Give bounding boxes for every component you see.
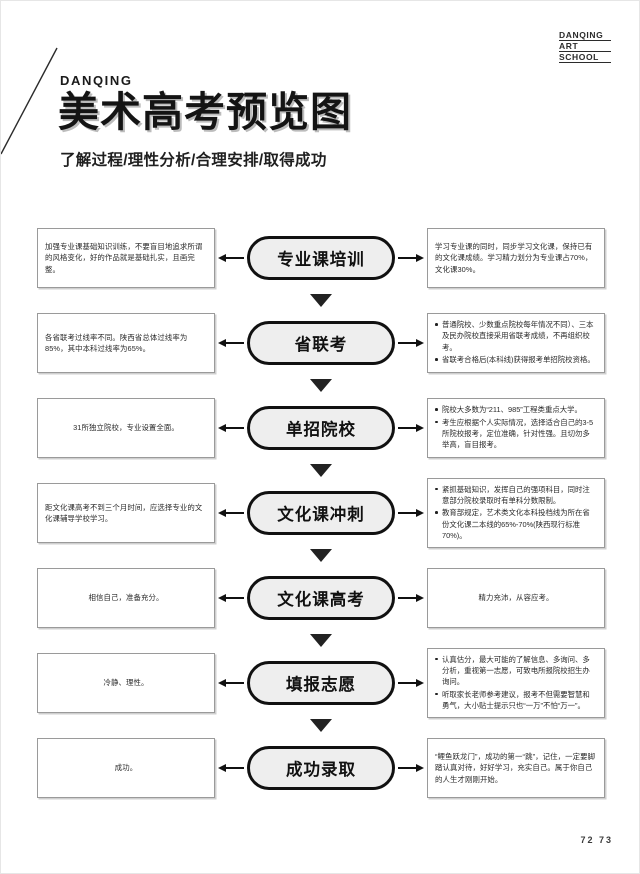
arrow-left-icon xyxy=(218,678,244,688)
arrow-right-icon xyxy=(398,423,424,433)
title-kicker: DANQING xyxy=(60,73,133,88)
down-caret-icon xyxy=(310,719,332,732)
flow-chart: 加强专业课基础知识训练，不要盲目地追求所谓的风格变化，好的作品就是基础扎实，且画… xyxy=(1,223,639,803)
flow-stage-pill[interactable]: 单招院校 xyxy=(247,406,395,450)
arrow-left-icon xyxy=(218,763,244,773)
flow-right-text: “鲤鱼跃龙门”，成功的第一“跳”，记住，一定要脚踏认真对待，好好学习，充实自己。… xyxy=(435,751,596,784)
list-item: 院校大多数为“211、985”工程类重点大学。 xyxy=(435,404,597,415)
arrow-right-gap xyxy=(395,338,427,348)
page-number: 72 73 xyxy=(580,835,613,845)
flow-stage-pill[interactable]: 成功录取 xyxy=(247,746,395,790)
down-caret-icon xyxy=(310,549,332,562)
flow-right-text: 学习专业课的同时，同步学习文化课，保持已有的文化课成绩。学习精力划分为专业课占7… xyxy=(435,241,593,274)
flow-left-box: 冷静、理性。 xyxy=(37,653,215,713)
list-item: 普通院校、少数重点院校每年情况不同）、三本及民办院校直接采用省联考成绩，不再组织… xyxy=(435,319,597,352)
down-caret-icon xyxy=(310,464,332,477)
arrow-right-icon xyxy=(398,253,424,263)
flow-left-box: 加强专业课基础知识训练，不要盲目地追求所谓的风格变化，好的作品就是基础扎实，且画… xyxy=(37,228,215,288)
flow-right-text: 精力充沛，从容应考。 xyxy=(478,593,554,603)
page-subtitle: 了解过程/理性分析/合理安排/取得成功 xyxy=(60,151,327,169)
flow-row: 距文化课高考不到三个月时间，应选择专业的文化课辅导学校学习。 文化课冲刺 紧抓基… xyxy=(1,477,639,562)
list-item: 教育部规定，艺术类文化本科投档线为所在省份文化课二本线的65%-70%(陕西现行… xyxy=(435,507,597,540)
brand-logo-line3: SCHOOL xyxy=(559,53,611,64)
flow-row: 成功。 成功录取 “鲤鱼跃龙门”，成功的第一“跳”，记住，一定要脚踏认真对待，好… xyxy=(1,733,639,803)
flow-right-box: 院校大多数为“211、985”工程类重点大学。 考生应根据个人实际情况，选择适合… xyxy=(427,398,605,458)
list-item: 认真估分，最大可能的了解信息、多询问、多分析，重视第一志愿，可致电所报院校招生办… xyxy=(435,654,597,687)
arrow-left-gap xyxy=(215,763,247,773)
list-item: 紧抓基础知识，发挥自己的强项科目，同时注意部分院校录取时有单科分数限制。 xyxy=(435,484,597,506)
brand-logo: DANQING ART SCHOOL xyxy=(559,31,611,64)
flow-row: 31所独立院校，专业设置全面。 单招院校 院校大多数为“211、985”工程类重… xyxy=(1,393,639,477)
flow-right-bullets: 认真估分，最大可能的了解信息、多询问、多分析，重视第一志愿，可致电所报院校招生办… xyxy=(435,654,597,713)
flow-stage-pill[interactable]: 文化课高考 xyxy=(247,576,395,620)
arrow-right-icon xyxy=(398,678,424,688)
flow-left-text: 成功。 xyxy=(114,763,138,773)
down-caret-icon xyxy=(310,634,332,647)
arrow-left-gap xyxy=(215,253,247,263)
flow-left-text: 31所独立院校，专业设置全面。 xyxy=(73,423,179,433)
brand-logo-line2: ART xyxy=(559,42,611,53)
arrow-right-icon xyxy=(398,763,424,773)
flow-row: 相信自己，准备充分。 文化课高考 精力充沛，从容应考。 xyxy=(1,563,639,647)
arrow-right-gap xyxy=(395,763,427,773)
page-title: 美术高考预览图 xyxy=(58,88,352,136)
arrow-left-icon xyxy=(218,253,244,263)
flow-left-box: 距文化课高考不到三个月时间，应选择专业的文化课辅导学校学习。 xyxy=(37,483,215,543)
arrow-right-gap xyxy=(395,508,427,518)
arrow-left-gap xyxy=(215,423,247,433)
flow-stage-pill[interactable]: 专业课培训 xyxy=(247,236,395,280)
flow-row: 冷静、理性。 填报志愿 认真估分，最大可能的了解信息、多询问、多分析，重视第一志… xyxy=(1,647,639,732)
arrow-right-gap xyxy=(395,678,427,688)
flow-left-text: 各省联考过线率不同。陕西省总体过线率为85%，其中本科过线率为65%。 xyxy=(45,332,188,353)
arrow-left-gap xyxy=(215,338,247,348)
flow-left-box: 各省联考过线率不同。陕西省总体过线率为85%，其中本科过线率为65%。 xyxy=(37,313,215,373)
arrow-right-gap xyxy=(395,253,427,263)
flow-left-text: 相信自己，准备充分。 xyxy=(88,593,164,603)
flow-right-box: 学习专业课的同时，同步学习文化课，保持已有的文化课成绩。学习精力划分为专业课占7… xyxy=(427,228,605,288)
list-item: 听取家长老师参考建议，报考不但需要智慧和勇气，大小贴士提示只也“一万”不怕“万一… xyxy=(435,689,597,711)
flow-row: 各省联考过线率不同。陕西省总体过线率为85%，其中本科过线率为65%。 省联考 … xyxy=(1,308,639,392)
list-item: 考生应根据个人实际情况，选择适合自己的3-5所院校报考，定位准确，针对性强。且切… xyxy=(435,417,597,450)
flow-right-box: 认真估分，最大可能的了解信息、多询问、多分析，重视第一志愿，可致电所报院校招生办… xyxy=(427,647,605,719)
down-caret-icon xyxy=(310,294,332,307)
flow-left-box: 相信自己，准备充分。 xyxy=(37,568,215,628)
flow-stage-pill[interactable]: 填报志愿 xyxy=(247,661,395,705)
arrow-left-icon xyxy=(218,423,244,433)
list-item: 省联考合格后(本科线)获得报考单招院校资格。 xyxy=(435,354,597,365)
flow-stage-pill[interactable]: 省联考 xyxy=(247,321,395,365)
flow-stage-pill[interactable]: 文化课冲刺 xyxy=(247,491,395,535)
flow-left-box: 成功。 xyxy=(37,738,215,798)
flow-left-text: 加强专业课基础知识训练，不要盲目地追求所谓的风格变化，好的作品就是基础扎实，且画… xyxy=(45,241,203,274)
arrow-left-icon xyxy=(218,338,244,348)
arrow-right-gap xyxy=(395,423,427,433)
flow-left-text: 冷静、理性。 xyxy=(103,678,149,688)
flow-right-box: “鲤鱼跃龙门”，成功的第一“跳”，记住，一定要脚踏认真对待，好好学习，充实自己。… xyxy=(427,738,605,798)
arrow-left-gap xyxy=(215,678,247,688)
arrow-left-icon xyxy=(218,593,244,603)
flow-right-bullets: 普通院校、少数重点院校每年情况不同）、三本及民办院校直接采用省联考成绩，不再组织… xyxy=(435,319,597,366)
arrow-right-icon xyxy=(398,593,424,603)
arrow-right-icon xyxy=(398,508,424,518)
flow-right-box: 普通院校、少数重点院校每年情况不同）、三本及民办院校直接采用省联考成绩，不再组织… xyxy=(427,313,605,373)
arrow-left-gap xyxy=(215,593,247,603)
down-caret-icon xyxy=(310,379,332,392)
flow-right-box: 精力充沛，从容应考。 xyxy=(427,568,605,628)
flow-left-text: 距文化课高考不到三个月时间，应选择专业的文化课辅导学校学习。 xyxy=(45,502,203,523)
flow-right-bullets: 紧抓基础知识，发挥自己的强项科目，同时注意部分院校录取时有单科分数限制。 教育部… xyxy=(435,484,597,543)
arrow-right-gap xyxy=(395,593,427,603)
flow-right-bullets: 院校大多数为“211、985”工程类重点大学。 考生应根据个人实际情况，选择适合… xyxy=(435,404,597,451)
arrow-left-icon xyxy=(218,508,244,518)
arrow-left-gap xyxy=(215,508,247,518)
arrow-right-icon xyxy=(398,338,424,348)
title-block: DANQING 美术高考预览图 了解过程/理性分析/合理安排/取得成功 xyxy=(58,73,352,170)
flow-row: 加强专业课基础知识训练，不要盲目地追求所谓的风格变化，好的作品就是基础扎实，且画… xyxy=(1,223,639,307)
brand-logo-line1: DANQING xyxy=(559,31,611,42)
flow-right-box: 紧抓基础知识，发挥自己的强项科目，同时注意部分院校录取时有单科分数限制。 教育部… xyxy=(427,477,605,549)
flow-left-box: 31所独立院校，专业设置全面。 xyxy=(37,398,215,458)
